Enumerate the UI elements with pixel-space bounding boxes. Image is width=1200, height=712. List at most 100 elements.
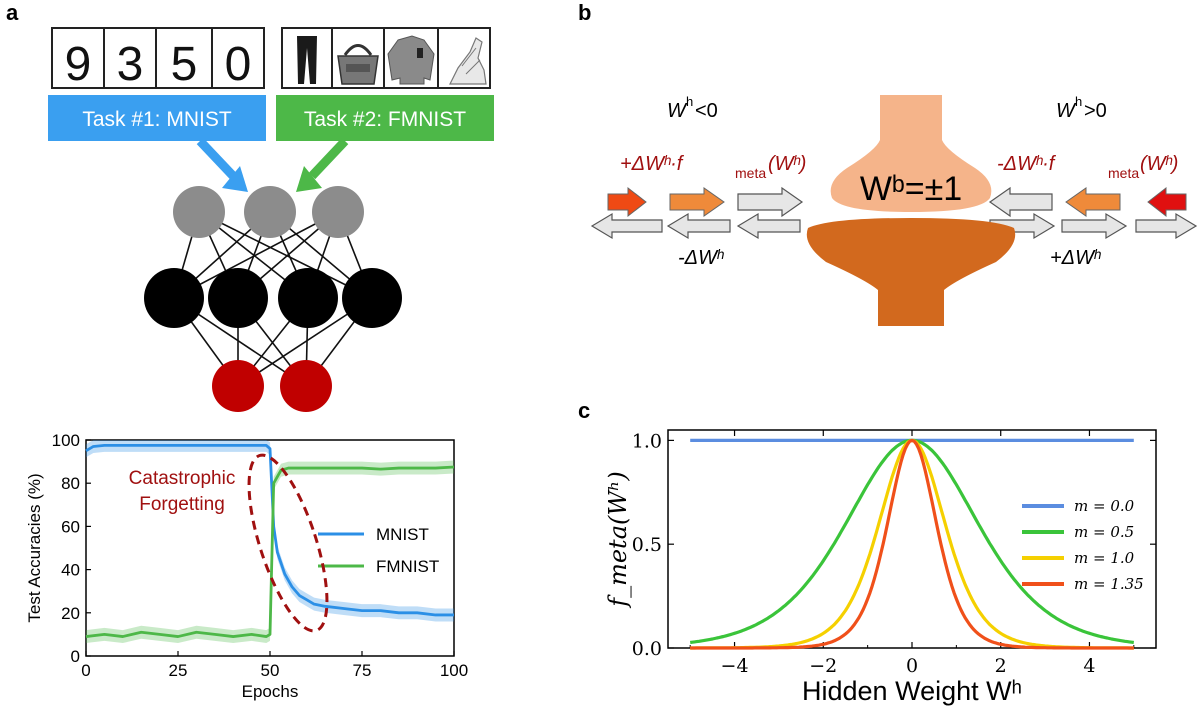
x-tick-label: 100 — [440, 661, 468, 680]
forgetting-label-line2: Forgetting — [139, 494, 225, 515]
orange-right-arrow — [670, 188, 724, 216]
input-neuron — [244, 186, 296, 238]
series-line-m1_35 — [690, 440, 1134, 648]
forgetting-label-line1: Catastrophic — [129, 468, 236, 489]
grey-left-arrow — [668, 214, 730, 238]
x-axis-label: Hidden Weight Wʰ — [802, 676, 1022, 706]
series-line-m0_5 — [690, 440, 1134, 642]
grey-left-arrow — [592, 214, 662, 238]
y-tick-label: 0 — [71, 647, 80, 666]
right-meta-formula: -ΔWʰ·f meta (Wʰ) — [997, 153, 1178, 181]
orange-left-arrow — [1066, 188, 1120, 216]
y-tick-label: 100 — [52, 431, 80, 450]
legend-label: FMNIST — [376, 557, 439, 576]
output-neuron — [280, 360, 332, 412]
right-formula-tail: (Wʰ) — [1140, 153, 1178, 175]
wh-pos-base: W — [1056, 100, 1077, 122]
left-meta-formula: +ΔWʰ·f meta (Wʰ) — [620, 153, 806, 181]
hidden-neuron — [208, 268, 268, 328]
x-tick-label: −2 — [809, 655, 837, 677]
binary-weight-label: Wᵇ=±1 — [860, 170, 962, 208]
red-right-arrow — [608, 188, 646, 216]
legend-label: m = 1.0 — [1074, 549, 1135, 567]
grey-right-arrow — [1062, 214, 1126, 238]
hidden-neuron — [144, 268, 204, 328]
input-layer — [173, 186, 364, 238]
right-formula-sub: meta — [1108, 165, 1139, 181]
legend-label: m = 0.0 — [1074, 497, 1135, 515]
left-update-label: -ΔWʰ — [678, 247, 724, 269]
panel-label-c: c — [578, 398, 590, 423]
right-update-label: +ΔWʰ — [1050, 247, 1101, 269]
output-neuron — [212, 360, 264, 412]
fmnist-sample-strip — [282, 28, 490, 88]
task2-box: Task #2: FMNIST — [276, 95, 494, 141]
synapse-diagram: Wᵇ=±1 — [807, 95, 1015, 326]
task1-arrow — [200, 141, 248, 192]
wh-neg-base: W — [667, 100, 688, 122]
left-formula-main: +ΔWʰ·f — [620, 153, 685, 175]
mnist-digit-3: 3 — [117, 38, 144, 91]
catastrophic-forgetting-annotation: Catastrophic Forgetting — [129, 447, 343, 639]
series-line-m1 — [690, 440, 1134, 648]
hidden-neuron — [342, 268, 402, 328]
red-left-arrow — [1148, 188, 1186, 216]
task1-box: Task #1: MNIST — [48, 95, 266, 141]
grey-left-arrow — [990, 188, 1052, 216]
left-arrow-group — [592, 188, 802, 238]
wh-negative-label: W h <0 — [667, 94, 718, 122]
wh-neg-rest: <0 — [695, 100, 718, 122]
hidden-neuron — [278, 268, 338, 328]
legend-label: MNIST — [376, 525, 429, 544]
x-tick-label: 0 — [906, 655, 918, 677]
task2-label: Task #2: FMNIST — [304, 108, 466, 131]
right-formula-main: -ΔWʰ·f — [997, 153, 1057, 175]
y-tick-label: 0.5 — [632, 534, 662, 556]
legend-label: m = 0.5 — [1074, 523, 1134, 541]
output-layer — [212, 360, 332, 412]
forgetting-ellipse — [233, 447, 343, 639]
postsynaptic-terminal — [807, 218, 1015, 326]
panel-label-a: a — [6, 0, 19, 25]
x-tick-label: 75 — [353, 661, 372, 680]
x-tick-label: 50 — [261, 661, 280, 680]
x-tick-label: −4 — [721, 655, 749, 677]
x-tick-label: 25 — [169, 661, 188, 680]
right-arrow-group — [990, 188, 1196, 238]
input-neuron — [312, 186, 364, 238]
left-formula-sub: meta — [735, 165, 766, 181]
task1-label: Task #1: MNIST — [82, 108, 232, 131]
x-tick-label: 0 — [81, 661, 90, 680]
wh-positive-label: W h >0 — [1056, 94, 1107, 122]
grey-right-arrow — [738, 188, 802, 216]
y-tick-label: 80 — [61, 474, 80, 493]
mnist-digit-5: 5 — [171, 38, 198, 91]
legend-label: m = 1.35 — [1074, 575, 1144, 593]
wh-pos-sup: h — [1075, 94, 1082, 109]
wh-neg-sup: h — [686, 94, 693, 109]
x-tick-label: 4 — [1083, 655, 1095, 677]
input-neuron — [173, 186, 225, 238]
mnist-sample-strip: 9 3 5 0 — [52, 28, 264, 91]
wh-pos-rest: >0 — [1084, 100, 1107, 122]
y-axis-label: f_meta(Wʰ) — [604, 471, 632, 609]
y-tick-label: 60 — [61, 517, 80, 536]
panel-label-b: b — [578, 0, 591, 25]
task2-arrow — [296, 141, 345, 192]
grey-left-arrow — [738, 214, 800, 238]
left-formula-tail: (Wʰ) — [768, 153, 806, 175]
hidden-layer — [144, 268, 402, 328]
x-tick-label: 2 — [995, 655, 1007, 677]
grey-right-arrow — [1136, 214, 1196, 238]
mnist-digit-0: 0 — [225, 38, 252, 91]
x-axis-label: Epochs — [242, 682, 299, 701]
y-tick-label: 0.0 — [632, 638, 662, 660]
y-tick-label: 1.0 — [632, 430, 662, 452]
y-tick-label: 20 — [61, 604, 80, 623]
y-axis-label: Test Accuracies (%) — [25, 473, 44, 622]
mnist-digit-9: 9 — [65, 38, 92, 91]
y-tick-label: 40 — [61, 561, 80, 580]
